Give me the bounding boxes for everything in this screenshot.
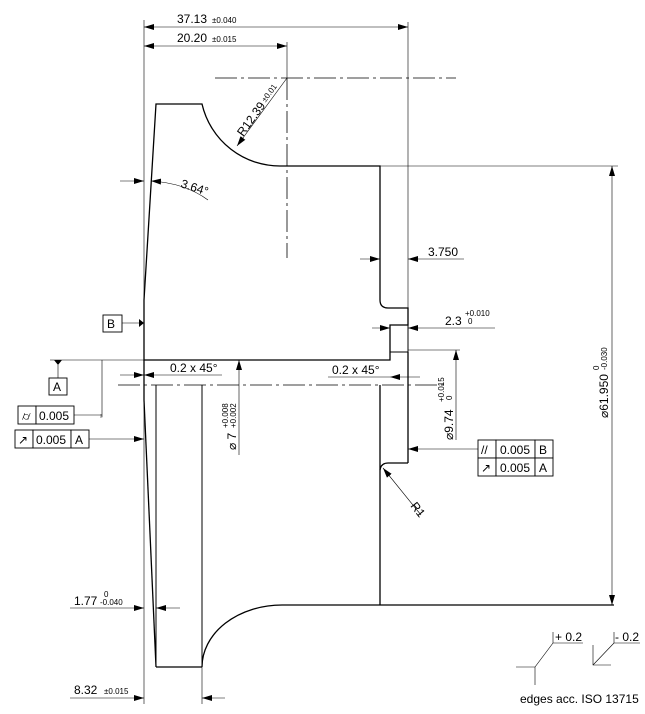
dim-flange-tol-upper: 0 [104, 590, 109, 599]
hub-chamfer-region [389, 324, 409, 353]
dim-chamfer-right: 0.2 x 45° [332, 363, 380, 377]
dim-flange-thickness: 1.77 [74, 594, 98, 608]
fcf-parallelism-datum: B [539, 443, 547, 457]
edge-minus-label: - 0.2 [615, 630, 639, 644]
dim-overall-length-value: 37.13 [177, 12, 207, 26]
cylindricity-icon: ⌭ [22, 409, 31, 423]
dim-chamfer-left: 0.2 x 45° [170, 361, 218, 375]
dim-hub-length-tol: ±0.015 [104, 687, 129, 696]
fcf-runout-right-datum: A [539, 461, 547, 475]
runout-icon: ↗ [18, 433, 28, 447]
fcf-runout-left-datum: A [75, 433, 83, 447]
part-outline-lower [143, 351, 614, 668]
dim-overall-length-tol: ±0.040 [212, 16, 237, 25]
dim-center-offset-tol: ±0.015 [212, 35, 237, 44]
fcf-parallelism-value: 0.005 [500, 443, 530, 457]
runout-icon: ↗ [481, 461, 491, 475]
hatched-section [143, 103, 409, 361]
datum-a-triangle [54, 360, 62, 365]
dim-center-offset-value: 20.20 [177, 31, 207, 45]
fcf-runout-left: ↗ 0.005 A [14, 429, 144, 449]
fcf-right: // 0.005 B ↗ 0.005 A [408, 439, 554, 477]
datum-b-box [102, 314, 123, 333]
dim-taper-angle: 3.64° [179, 177, 210, 199]
fcf-cylindricity: ⌭ 0.005 [17, 360, 103, 425]
edges-note: edges acc. ISO 13715 [520, 692, 639, 706]
edge-symbol-minus: - 0.2 [592, 630, 640, 666]
fcf-cylindricity-value: 0.005 [39, 409, 69, 423]
dim-groove-tol-lower: 0 [468, 317, 473, 326]
dim-bore-dia: ⌀ 7 [225, 432, 239, 450]
dim-outer-dia: ⌀61.950 [597, 374, 611, 418]
dim-radius-main: R12.39 [234, 99, 268, 139]
dim-hub-length: 8.32 [74, 683, 98, 697]
dim-bore-tol-lower: +0.002 [229, 403, 238, 428]
parallelism-icon: // [481, 443, 488, 457]
datum-a-box [48, 377, 68, 396]
dim-hub-tol-lower: 0 [445, 395, 454, 400]
dim-outer-tol-lower: -0.030 [600, 347, 609, 370]
datum-a-label: A [53, 380, 61, 394]
dim-groove-width: 2.3 [445, 314, 462, 328]
dim-outer-tol-upper: 0 [592, 365, 601, 370]
dim-hub-dia: ⌀9.74 [442, 409, 456, 440]
datum-b-label: B [107, 317, 115, 331]
dim-hub-tol-upper: +0.015 [437, 377, 446, 402]
edge-plus-label: + 0.2 [555, 630, 582, 644]
fcf-runout-right-value: 0.005 [500, 461, 530, 475]
edge-symbol-plus: + 0.2 [516, 630, 583, 685]
dim-flange-tol-lower: -0.040 [100, 598, 123, 607]
dim-groove-tol-upper: +0.010 [465, 309, 490, 318]
dim-bore-tol-upper: +0.008 [221, 403, 230, 428]
dim-step-width: 3.750 [428, 245, 458, 259]
fcf-runout-left-value: 0.005 [36, 433, 66, 447]
